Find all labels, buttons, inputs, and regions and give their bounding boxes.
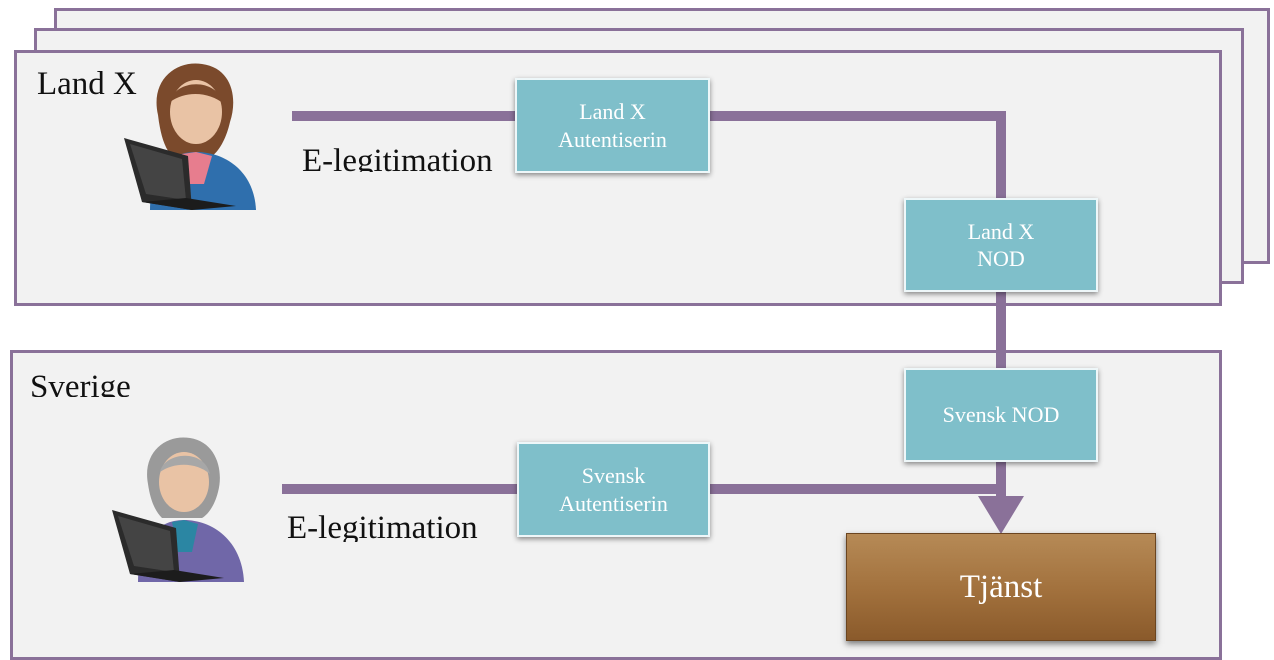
service-label: Tjänst bbox=[959, 568, 1043, 605]
landx-eid-line bbox=[292, 111, 520, 121]
sverige-eid-caption: E-legitimation bbox=[287, 512, 478, 542]
svensk-auth-line2: Autentiserin bbox=[559, 490, 668, 516]
landx-node-box: Land X NOD bbox=[904, 198, 1098, 292]
sverige-eid-line bbox=[282, 484, 520, 494]
sverige-auth-to-service-line bbox=[708, 484, 1006, 494]
svensk-auth-line1: Svensk bbox=[581, 463, 646, 488]
sverige-region-label: Sverige bbox=[30, 371, 131, 397]
landx-node-line1: Land X bbox=[967, 218, 1035, 244]
svensk-node-down-line bbox=[996, 460, 1006, 500]
svensk-node-label: Svensk NOD bbox=[942, 402, 1060, 428]
land-x-region-label: Land X bbox=[37, 66, 137, 102]
landx-node-line2: NOD bbox=[977, 246, 1025, 271]
landx-auth-box: Land X Autentiserin bbox=[515, 78, 710, 173]
landx-eid-caption: E-legitimation bbox=[302, 145, 493, 172]
arrow-down-icon bbox=[978, 496, 1024, 534]
user-at-laptop-icon bbox=[124, 63, 256, 210]
svensk-auth-box: Svensk Autentiserin bbox=[517, 442, 710, 537]
svensk-node-box: Svensk NOD bbox=[904, 368, 1098, 462]
landx-auth-to-node-line bbox=[708, 111, 1006, 121]
user-at-laptop-icon bbox=[112, 437, 244, 582]
landx-auth-line1: Land X bbox=[579, 99, 646, 124]
node-to-node-line bbox=[996, 290, 1006, 372]
landx-vertical-line bbox=[996, 111, 1006, 203]
landx-auth-line2: Autentiserin bbox=[558, 126, 667, 152]
service-box: Tjänst bbox=[846, 533, 1156, 641]
